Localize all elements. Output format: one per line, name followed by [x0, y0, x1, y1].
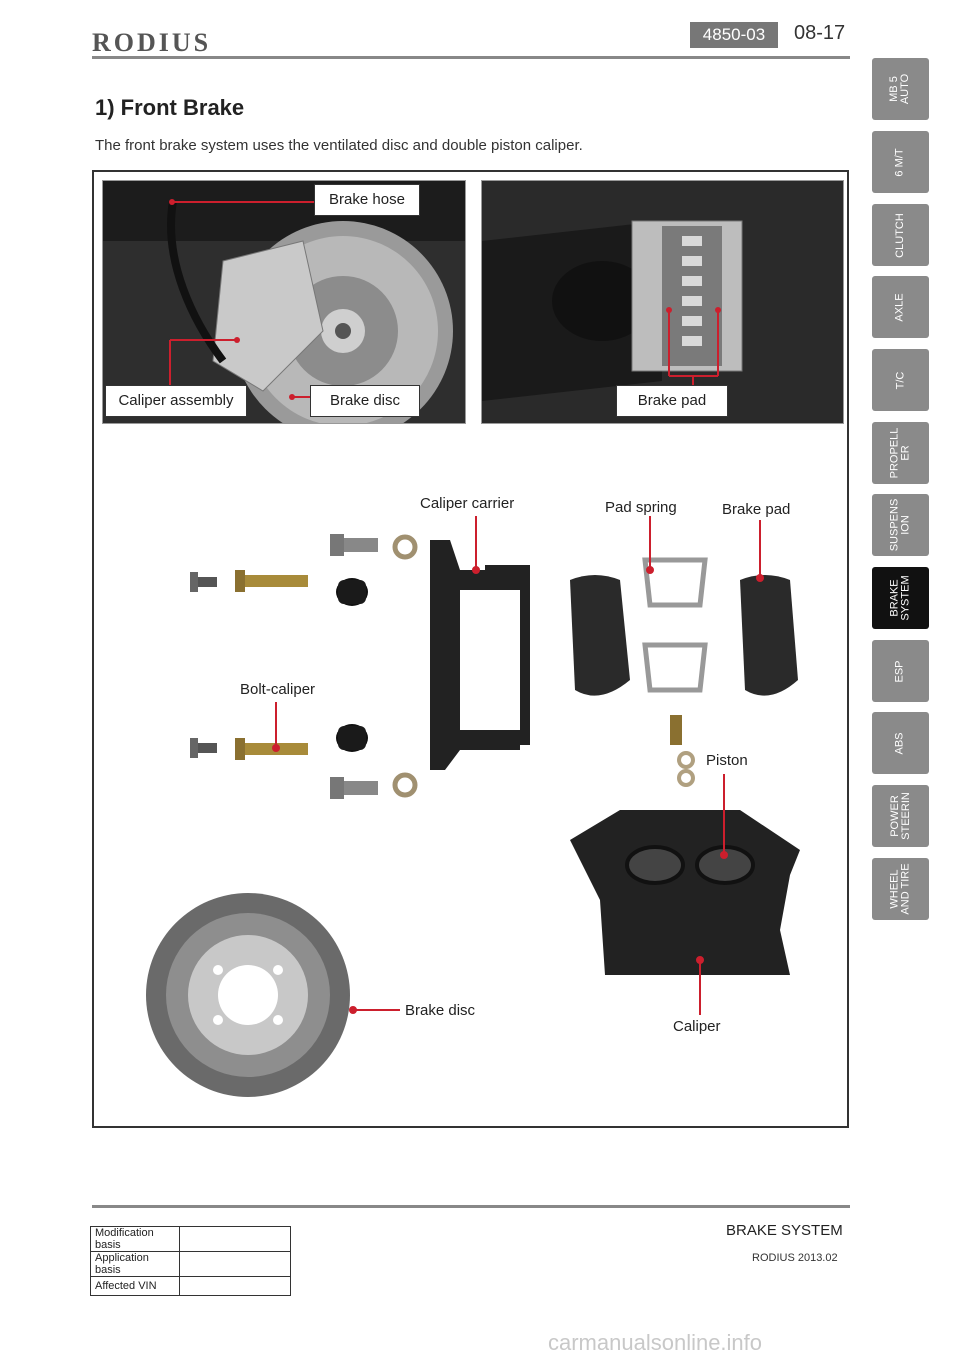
table-cell-label: Modification basis: [90, 1226, 180, 1252]
right-photo-callouts: [666, 307, 721, 386]
section-title: 1) Front Brake: [95, 95, 245, 120]
footer-section-title: BRAKE SYSTEM: [726, 1222, 843, 1239]
bolt-caliper-top: [235, 570, 308, 592]
label-brake-disc-photo: Brake disc: [310, 385, 420, 417]
side-tab-mb5-auto[interactable]: MB 5 AUTO: [872, 58, 929, 120]
label-bolt-caliper: Bolt-caliper: [240, 681, 316, 698]
side-tab-label: BRAKE SYSTEM: [888, 575, 912, 621]
caliper-part: [570, 810, 800, 975]
bolt-small-top: [190, 572, 217, 592]
side-tab-tc[interactable]: T/C: [872, 349, 929, 411]
side-tab-label: SUSPENS ION: [888, 498, 912, 552]
callout-dot-brake-pad-right: [715, 307, 721, 313]
bolt-caliper-bottom: [235, 738, 308, 760]
label-brake-pad: Brake pad: [722, 501, 791, 518]
side-tab-clutch[interactable]: CLUTCH: [872, 204, 929, 266]
boot-bottom: [336, 724, 368, 752]
photo-brake-pad-installed: [481, 180, 844, 424]
table-cell-label: Affected VIN: [90, 1276, 180, 1296]
side-tab-label: WHEEL AND TIRE: [888, 863, 912, 915]
side-tab-power-steering[interactable]: POWER STEERIN: [872, 785, 929, 847]
footer-model: RODIUS 2013.02: [752, 1252, 838, 1264]
side-tab-suspension[interactable]: SUSPENS ION: [872, 494, 929, 556]
side-tab-propeller[interactable]: PROPELL ER: [872, 422, 929, 484]
callout-dot-brake-hose: [169, 199, 175, 205]
side-tab-brake-system[interactable]: BRAKE SYSTEM: [872, 567, 929, 629]
label-caliper-assembly: Caliper assembly: [105, 385, 247, 417]
page-number: 08-17: [794, 22, 846, 44]
washer-bottom: [392, 772, 418, 798]
callout-dot-brake-disc: [289, 394, 295, 400]
table-row: Modification basis: [90, 1226, 291, 1252]
brand-logo: RODIUS: [92, 28, 212, 57]
side-tab-wheel-tire[interactable]: WHEEL AND TIRE: [872, 858, 929, 920]
label-caliper-carrier: Caliper carrier: [420, 495, 515, 512]
side-tab-abs[interactable]: ABS: [872, 712, 929, 774]
side-tab-label: AXLE: [893, 292, 906, 322]
side-tab-label: POWER STEERIN: [888, 792, 912, 840]
brake-pad-left-part: [570, 575, 630, 696]
header-rule: [92, 56, 850, 59]
table-cell-label: Application basis: [90, 1251, 180, 1277]
modification-table: Modification basis Application basis Aff…: [90, 1226, 291, 1296]
intro-text: The front brake system uses the ventilat…: [95, 137, 583, 154]
side-tab-6mt[interactable]: 6 M/T: [872, 131, 929, 193]
label-brake-pad-photo: Brake pad: [616, 385, 728, 417]
table-cell-value: [179, 1226, 291, 1252]
label-brake-disc: Brake disc: [405, 1002, 476, 1019]
boot-top: [336, 578, 368, 606]
label-caliper: Caliper: [673, 1018, 721, 1035]
caliper-carrier-part: [430, 540, 520, 770]
left-photo-callouts: [169, 199, 314, 400]
side-tab-label: PROPELL ER: [888, 427, 912, 479]
washer-top: [392, 534, 418, 560]
side-tab-label: ESP: [893, 659, 906, 683]
piston-washer-2: [677, 769, 695, 787]
side-tab-label: 6 M/T: [894, 147, 906, 177]
label-brake-hose: Brake hose: [314, 184, 420, 216]
exploded-view: [146, 516, 800, 1097]
callout-dot-brake-pad-left: [666, 307, 672, 313]
footer-rule: [92, 1205, 850, 1208]
side-tab-esp[interactable]: ESP: [872, 640, 929, 702]
piston-washer-1: [677, 751, 695, 769]
side-tab-axle[interactable]: AXLE: [872, 276, 929, 338]
watermark: carmanualsonline.info: [548, 1330, 763, 1355]
table-cell-value: [179, 1251, 291, 1277]
side-tab-label: MB 5 AUTO: [888, 73, 912, 105]
pad-spring-top: [642, 557, 708, 608]
brake-pad-installed-illustration: [482, 181, 843, 423]
table-row: Affected VIN: [90, 1276, 291, 1296]
brake-pad-right-part: [740, 575, 798, 696]
label-piston: Piston: [706, 752, 748, 769]
side-tab-label: CLUTCH: [894, 212, 906, 258]
bolt-hex-bottom: [330, 777, 378, 799]
bleeder-screw: [670, 715, 682, 745]
bolt-small-bottom: [190, 738, 217, 758]
bolt-hex-top: [330, 534, 378, 556]
side-tab-label: T/C: [893, 371, 906, 389]
callout-dot-caliper-assembly: [234, 337, 240, 343]
side-tab-label: ABS: [893, 731, 906, 755]
pad-spring-bottom: [642, 642, 708, 693]
section-code-badge: 4850-03: [690, 22, 778, 48]
table-row: Application basis: [90, 1251, 291, 1277]
label-pad-spring: Pad spring: [605, 499, 677, 516]
table-cell-value: [179, 1276, 291, 1296]
